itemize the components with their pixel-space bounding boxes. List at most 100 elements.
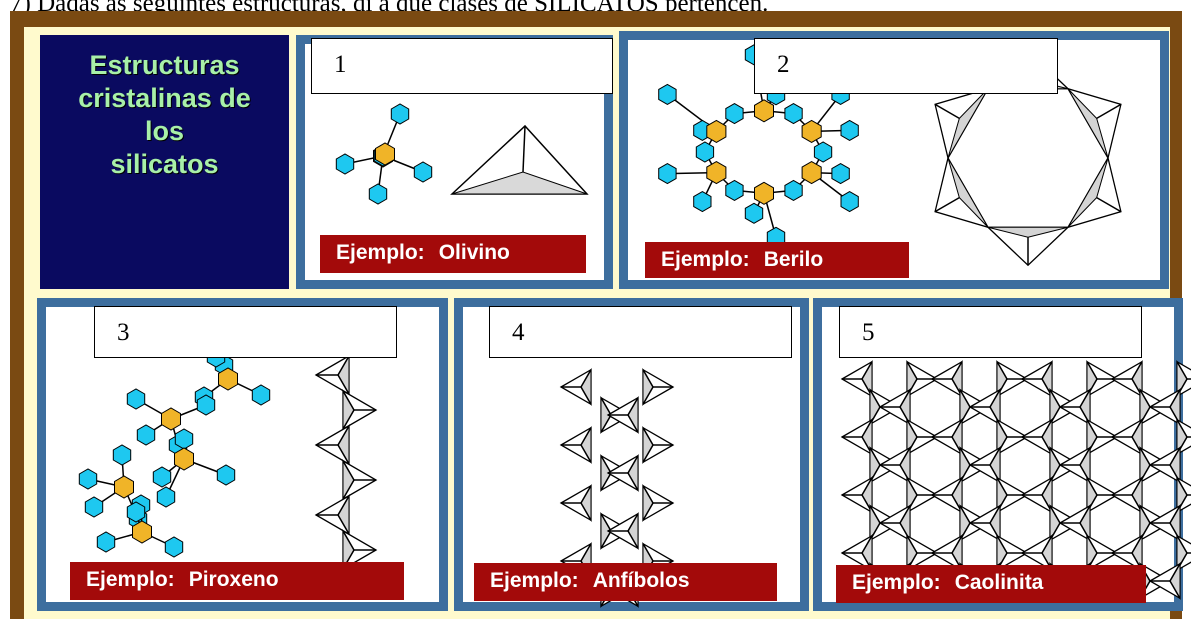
bond-line xyxy=(600,455,612,474)
bond-line xyxy=(600,472,612,491)
oxygen-atom xyxy=(725,179,744,201)
bond-line xyxy=(1131,535,1143,554)
oxygen-atom xyxy=(658,163,677,185)
panel-number-2: 2 xyxy=(777,51,790,78)
example-name-1: Olivino xyxy=(438,241,510,264)
oxygen-atom xyxy=(216,464,236,486)
bond-line xyxy=(869,505,881,524)
bond-line xyxy=(642,543,654,562)
tetrahedron-face xyxy=(1067,88,1109,159)
bond-line xyxy=(642,502,654,521)
bond-line xyxy=(959,447,971,466)
bond-line xyxy=(869,389,881,408)
oxygen-atom xyxy=(390,103,410,125)
example-prefix: Ejemplo: xyxy=(490,569,579,592)
panel-2-structure xyxy=(658,44,1122,267)
panel-number-1: 1 xyxy=(334,51,347,78)
oxygen-atom xyxy=(126,388,146,410)
oxygen-atom xyxy=(413,161,433,183)
bond-line xyxy=(1176,361,1188,380)
bond-line xyxy=(1139,389,1151,408)
bond-line xyxy=(1139,505,1151,524)
bond-line xyxy=(337,374,350,395)
answer-box-5[interactable]: 5 xyxy=(839,306,1142,358)
bond-line xyxy=(906,361,918,380)
oxygen-atom xyxy=(174,428,194,450)
silicon-atom xyxy=(754,181,774,205)
example-name-3: Piroxeno xyxy=(188,568,279,591)
oxygen-atom xyxy=(126,501,146,523)
bond-line xyxy=(906,535,918,554)
title-line-2: cristalinas de xyxy=(78,83,251,113)
bond-line xyxy=(996,361,1008,380)
bond-line xyxy=(580,502,592,521)
oxygen-atom xyxy=(251,384,271,406)
silicon-atom xyxy=(801,161,822,185)
bond-line xyxy=(959,505,971,524)
bond-line xyxy=(1079,447,1091,466)
silicon-atom xyxy=(706,161,727,185)
bond-line xyxy=(642,444,654,463)
answer-box-3[interactable]: 3 xyxy=(94,306,397,358)
bond-line xyxy=(951,477,963,496)
example-name-4: Anfíbolos xyxy=(592,569,690,592)
oxygen-atom xyxy=(725,103,744,125)
example-label-2: Ejemplo:Berilo xyxy=(645,242,909,278)
bond-line xyxy=(627,530,639,549)
bond-line xyxy=(1079,389,1091,408)
bond-line xyxy=(1169,580,1181,599)
oxygen-atom xyxy=(831,163,850,185)
bond-line xyxy=(580,386,592,405)
bond-line xyxy=(600,397,612,416)
bond-line xyxy=(627,455,639,474)
bond-line xyxy=(989,389,1001,408)
title-box: Estructuras cristalinas de los silicatos xyxy=(40,35,289,289)
bond-line xyxy=(951,535,963,554)
oxygen-atom xyxy=(695,141,715,163)
bond-line xyxy=(1169,505,1181,524)
oxygen-atom xyxy=(84,496,104,518)
tetrahedron-face xyxy=(451,171,588,195)
bond-line xyxy=(600,513,612,532)
silicon-atom xyxy=(754,99,774,123)
bond-line xyxy=(1086,361,1098,380)
example-prefix: Ejemplo: xyxy=(852,571,941,594)
diagram-title: Estructuras cristalinas de los silicatos xyxy=(40,49,289,181)
oxygen-atom xyxy=(658,83,677,105)
tetrahedron-face xyxy=(1067,157,1109,228)
bond-line xyxy=(1169,447,1181,466)
example-prefix: Ejemplo: xyxy=(86,568,175,591)
bond-line xyxy=(642,485,654,504)
bond-line xyxy=(642,427,654,446)
bond-line xyxy=(337,495,350,516)
example-name-2: Berilo xyxy=(763,248,824,271)
bond-line xyxy=(996,477,1008,496)
bond-line xyxy=(1079,505,1091,524)
title-line-3: los xyxy=(144,116,184,146)
bond-line xyxy=(1041,477,1053,496)
bond-line xyxy=(1086,477,1098,496)
bond-line xyxy=(1049,505,1061,524)
bond-line xyxy=(1086,419,1098,438)
answer-box-4[interactable]: 4 xyxy=(489,306,792,358)
answer-box-1[interactable]: 1 xyxy=(311,38,613,94)
bond-line xyxy=(342,390,355,411)
bond-line xyxy=(342,530,355,551)
bond-line xyxy=(1176,535,1188,554)
bond-line xyxy=(951,361,963,380)
bond-line xyxy=(580,485,592,504)
oxygen-atom xyxy=(335,153,355,175)
oxygen-atom xyxy=(784,103,803,125)
oxygen-atom xyxy=(156,486,176,508)
panel-number-3: 3 xyxy=(117,319,130,346)
bond-line xyxy=(861,535,873,554)
oxygen-atom xyxy=(196,394,216,416)
bond-line xyxy=(580,369,592,388)
bond-line xyxy=(861,419,873,438)
example-label-5: Ejemplo:Caolinita xyxy=(836,565,1146,603)
bond-line xyxy=(899,389,911,408)
silicon-atom xyxy=(218,367,238,391)
oxygen-atom xyxy=(96,531,116,553)
bond-line xyxy=(627,513,639,532)
answer-box-2[interactable]: 2 xyxy=(754,38,1058,94)
